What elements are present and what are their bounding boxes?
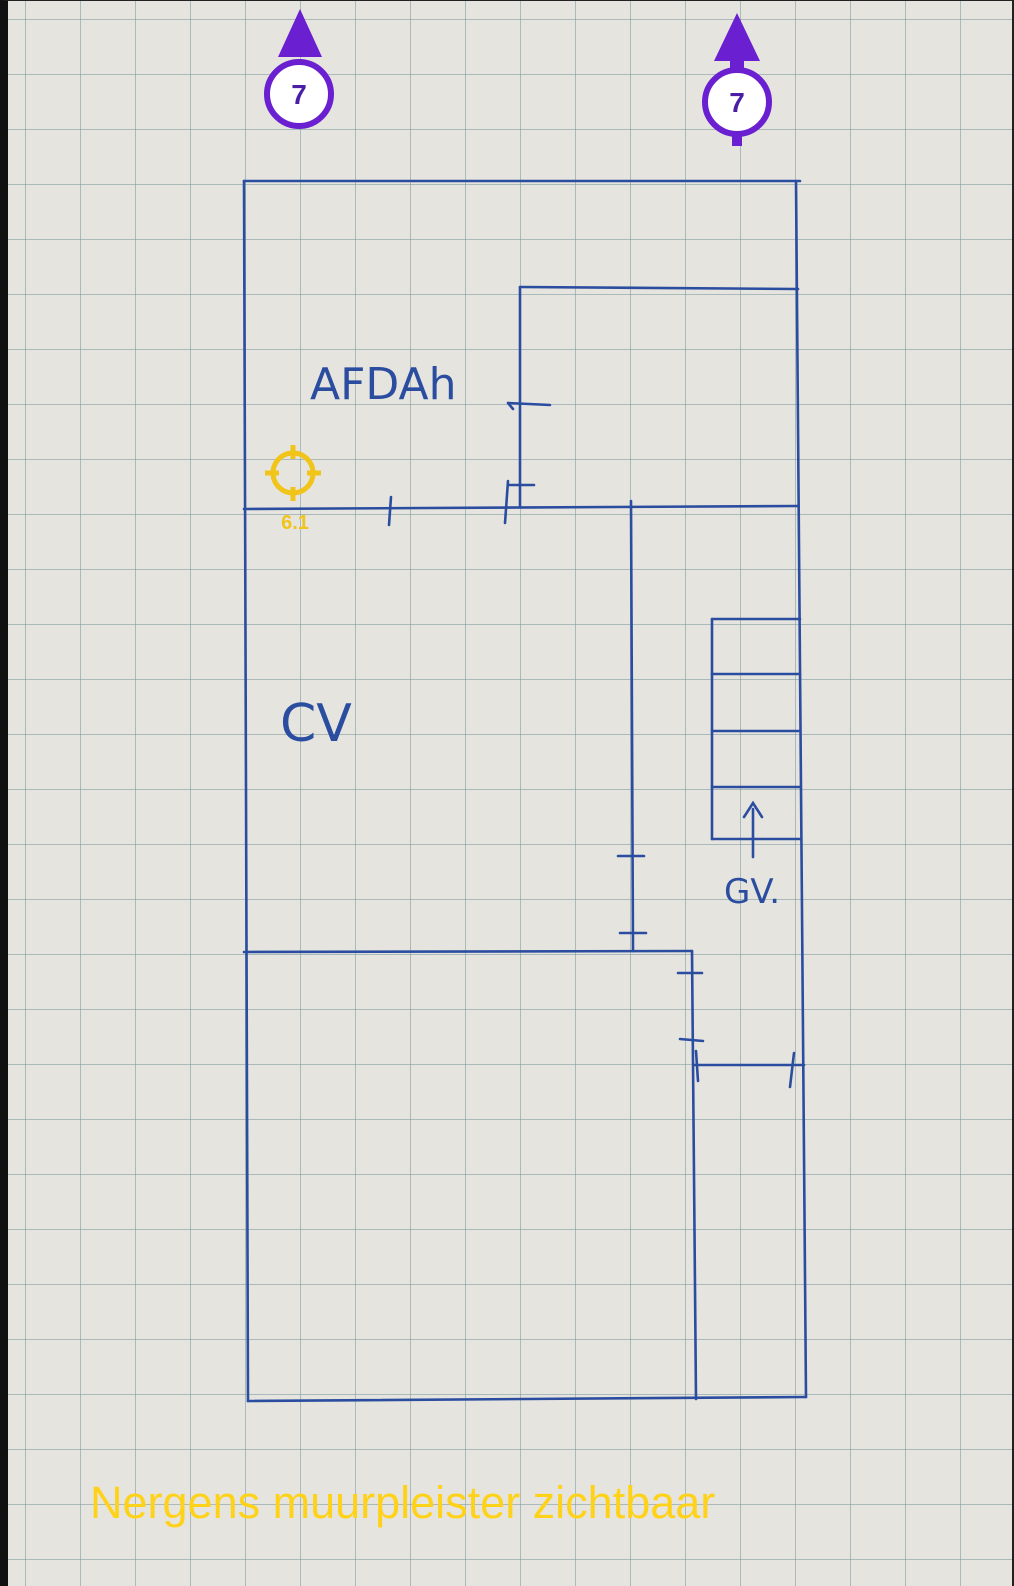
target-marker-label: 6.1 — [281, 512, 309, 534]
view-marker-left[interactable]: 7 — [264, 9, 334, 129]
view-marker-label: 7 — [729, 87, 745, 118]
outer-walls — [242, 179, 808, 1403]
floor-plan-sketch: AFDAh CV GV. 7 7 6.1 — [242, 9, 808, 1403]
staircase — [710, 617, 802, 859]
arrow-up-icon — [278, 9, 322, 57]
room-label-cv: CV — [280, 694, 352, 754]
room-label-gv: GV. — [724, 872, 780, 912]
door-marks — [387, 401, 796, 1089]
inner-walls — [242, 285, 806, 1401]
observation-note: Nergens muurpleister zichtbaar — [90, 1477, 716, 1528]
arrow-up-icon — [714, 13, 760, 61]
view-marker-label: 7 — [291, 79, 307, 110]
view-marker-right[interactable]: 7 — [702, 13, 772, 146]
crosshair-icon — [265, 445, 321, 501]
target-marker[interactable]: 6.1 — [265, 445, 321, 534]
room-label-afdak: AFDAh — [310, 359, 457, 410]
